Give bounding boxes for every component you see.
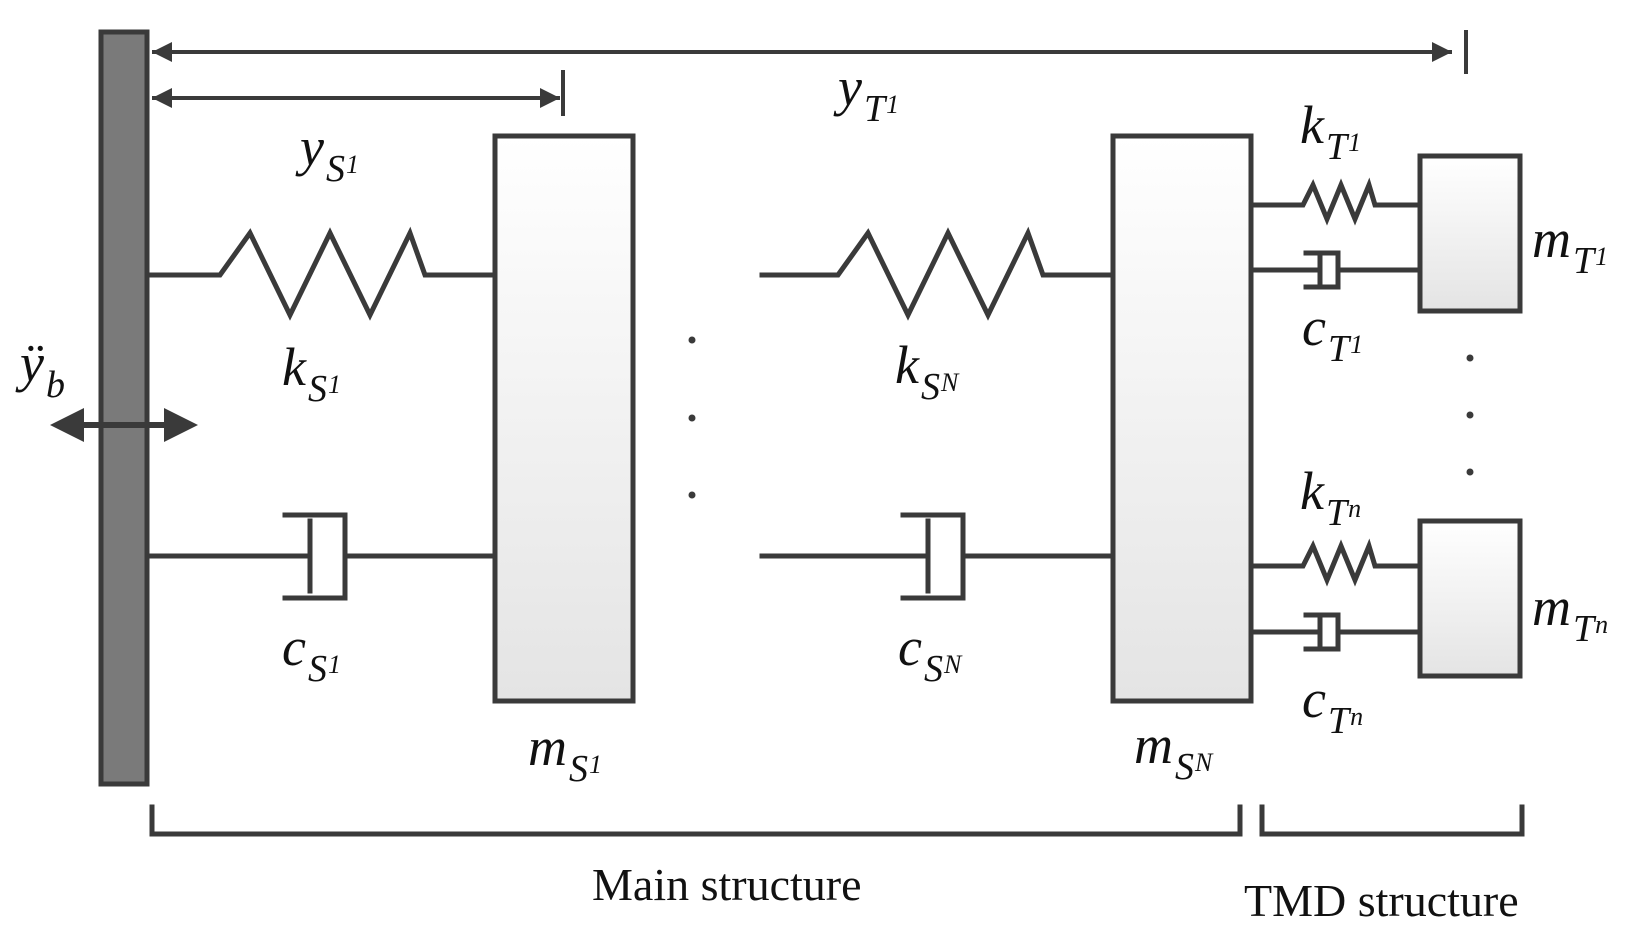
yt1-arrow-right-head bbox=[1432, 42, 1452, 62]
label-ctn: cTn bbox=[1302, 669, 1364, 742]
label-ys1: yS1 bbox=[300, 117, 359, 190]
caption-tmd-structure: TMD structure bbox=[1244, 875, 1519, 926]
label-ct1: cT1 bbox=[1302, 297, 1364, 370]
base-wall bbox=[98, 29, 150, 787]
ys1-arrow-right-head bbox=[540, 88, 560, 108]
label-ktn: kTn bbox=[1300, 461, 1362, 534]
yt1-arrow-left-head bbox=[152, 42, 172, 62]
ys1-arrow-left-head bbox=[152, 88, 172, 108]
label-ms1: mS1 bbox=[528, 717, 602, 790]
label-cs1: cS1 bbox=[282, 617, 341, 690]
mass-mt1 bbox=[1417, 153, 1523, 314]
mass-msN bbox=[1110, 133, 1254, 704]
label-csN: cSN bbox=[898, 617, 962, 690]
mass-ms1 bbox=[492, 133, 636, 704]
spring-ks1 bbox=[144, 226, 495, 321]
label-ksN: kSN bbox=[895, 335, 959, 408]
base-excitation-arrow bbox=[50, 408, 198, 442]
spring-ksN bbox=[759, 226, 1113, 321]
label-base-acceleration: ÿb bbox=[20, 333, 65, 406]
spring-ktn bbox=[1248, 538, 1423, 587]
damper-csN bbox=[759, 512, 1113, 601]
mass-mtn bbox=[1417, 518, 1523, 679]
caption-main-structure: Main structure bbox=[592, 859, 862, 910]
damper-ct1 bbox=[1248, 250, 1423, 290]
label-msN: mSN bbox=[1134, 715, 1213, 788]
continuation-dots-main bbox=[688, 336, 696, 499]
displacement-arrows bbox=[152, 30, 1468, 116]
main-structure-brace bbox=[149, 804, 1243, 837]
label-kt1: kT1 bbox=[1300, 95, 1362, 168]
damper-ctn bbox=[1248, 612, 1423, 652]
damper-cs1 bbox=[144, 512, 495, 601]
spring-kt1 bbox=[1248, 177, 1423, 226]
label-mtn: mTn bbox=[1532, 577, 1609, 650]
label-mt1: mT1 bbox=[1532, 209, 1609, 282]
label-ks1: kS1 bbox=[282, 337, 341, 410]
continuation-dots-tmd bbox=[1466, 354, 1474, 476]
tmd-structure-brace bbox=[1259, 804, 1525, 837]
label-yt1: yT1 bbox=[838, 57, 900, 130]
